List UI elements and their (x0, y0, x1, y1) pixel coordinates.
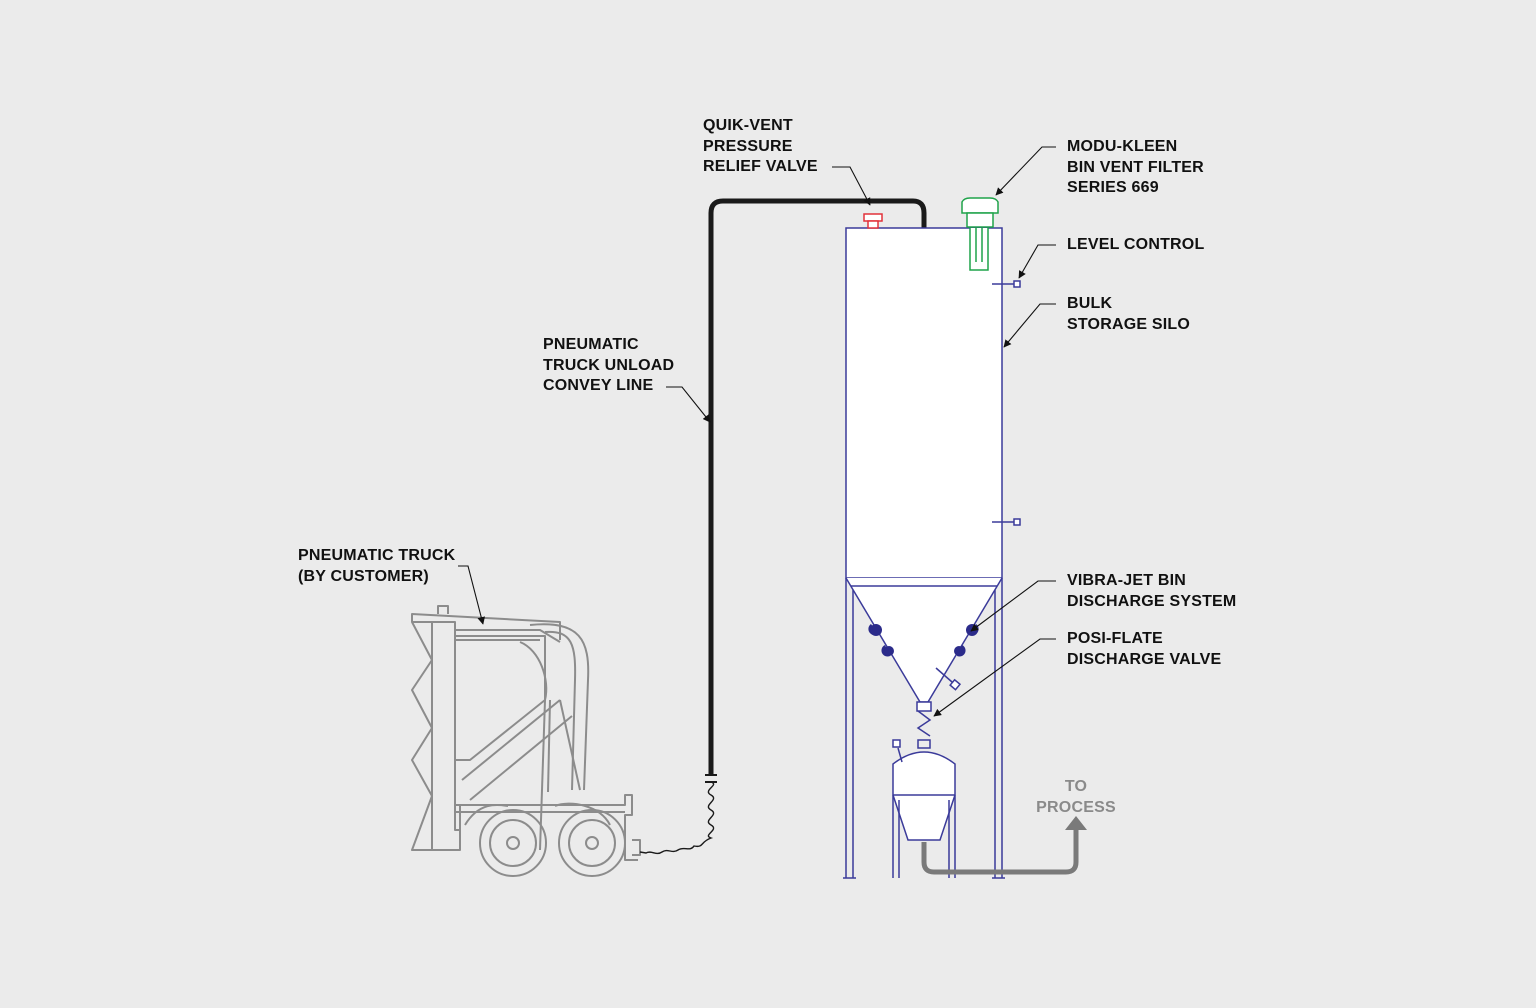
relief-valve (863, 213, 883, 229)
label-quik-vent-line-2: PRESSURE (703, 137, 793, 155)
label-to-process-line-1: TO (1064, 778, 1088, 795)
pneumatic-truck (411, 605, 641, 877)
leader-convey-line (666, 386, 711, 423)
callout-leaders (458, 146, 1056, 717)
label-convey-line: PNEUMATIC TRUCK UNLOAD CONVEY LINE (543, 335, 674, 397)
label-truck: PNEUMATIC TRUCK (BY CUSTOMER) (298, 546, 455, 587)
label-bulk-silo-line-2: STORAGE SILO (1067, 315, 1191, 333)
label-truck-line-2: (BY CUSTOMER) (298, 567, 429, 585)
label-quik-vent-line-3: RELIEF VALVE (703, 158, 818, 175)
label-quik-vent: QUIK-VENT PRESSURE RELIEF VALVE (703, 116, 818, 178)
label-modu-kleen-line-3: SERIES 669 (1067, 179, 1159, 196)
label-to-process-line-2: PROCESS (1036, 798, 1116, 816)
label-level-control-line-1: LEVEL CONTROL (1067, 236, 1205, 253)
label-bulk-silo-line-1: BULK (1067, 295, 1113, 312)
label-posi-flate-line-1: POSI-FLATE (1067, 630, 1163, 647)
leader-quik-vent (832, 166, 871, 206)
label-convey-line-line-3: CONVEY LINE (543, 377, 654, 394)
label-level-control: LEVEL CONTROL (1067, 235, 1204, 256)
label-to-process: TO PROCESS (1030, 777, 1122, 818)
label-modu-kleen-line-2: BIN VENT FILTER (1067, 158, 1204, 176)
label-modu-kleen: MODU-KLEEN BIN VENT FILTER SERIES 669 (1067, 137, 1204, 199)
leader-posi-flate (933, 638, 1056, 717)
label-vibra-jet-line-1: VIBRA-JET BIN (1067, 572, 1187, 589)
label-truck-line-1: PNEUMATIC TRUCK (298, 547, 456, 564)
label-quik-vent-line-1: QUIK-VENT (703, 117, 793, 134)
bulk-storage-silo (843, 227, 1021, 879)
label-vibra-jet: VIBRA-JET BIN DISCHARGE SYSTEM (1067, 571, 1236, 612)
bin-vent-filter (961, 197, 999, 271)
label-convey-line-line-1: PNEUMATIC (543, 336, 639, 353)
label-modu-kleen-line-1: MODU-KLEEN (1067, 138, 1178, 155)
label-convey-line-line-2: TRUCK UNLOAD (543, 356, 675, 374)
leader-level-control (1018, 244, 1056, 279)
label-bulk-silo: BULK STORAGE SILO (1067, 294, 1190, 335)
leader-vibra-jet (970, 580, 1056, 632)
label-vibra-jet-line-2: DISCHARGE SYSTEM (1067, 592, 1237, 610)
label-posi-flate: POSI-FLATE DISCHARGE VALVE (1067, 629, 1221, 670)
leader-truck (458, 565, 485, 625)
convey-line (639, 198, 927, 855)
leader-bulk-silo (1003, 303, 1056, 348)
label-posi-flate-line-2: DISCHARGE VALVE (1067, 650, 1222, 668)
leader-modu-kleen (995, 146, 1056, 196)
to-process-line (921, 816, 1087, 875)
